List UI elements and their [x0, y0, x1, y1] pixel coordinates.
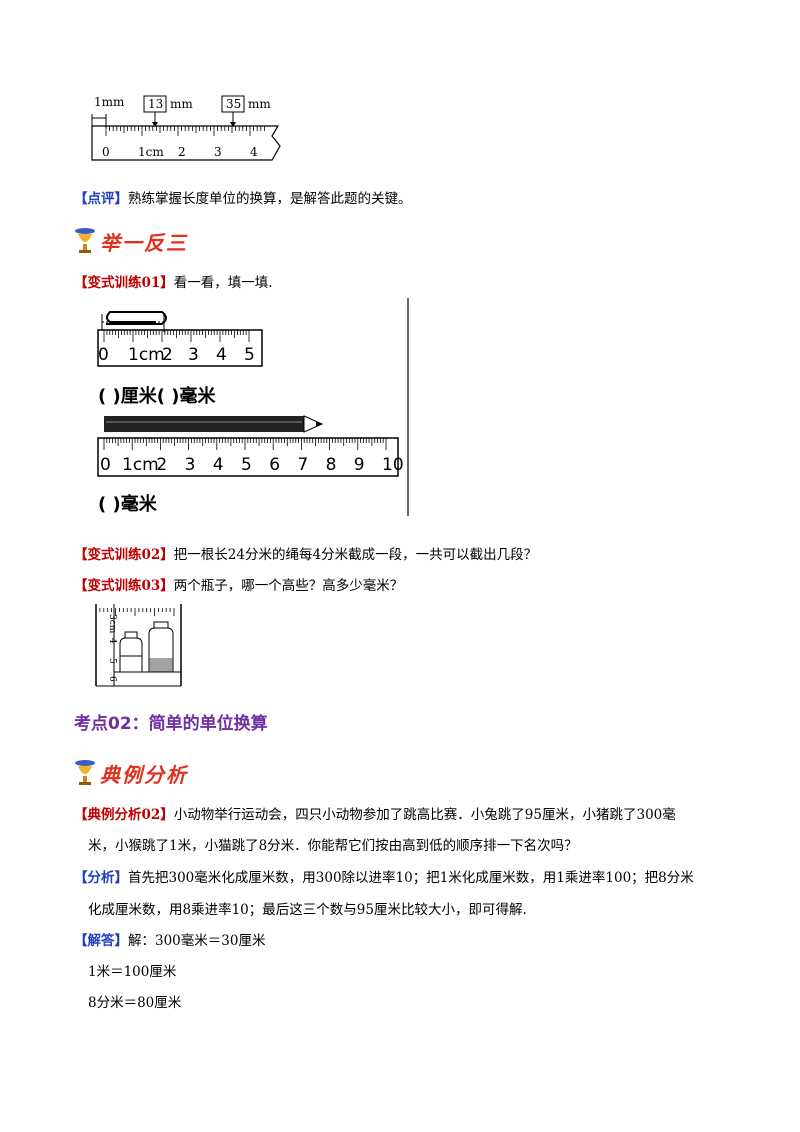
ex3-text: 两个瓶子，哪一个高些？高多少毫米？ — [173, 578, 404, 594]
ruler-label-mm-a: mm — [170, 97, 193, 111]
bottles-figure: 3cm 4 5 6 — [95, 604, 182, 687]
bottle-label-5: 5 — [107, 658, 117, 664]
rulerB-label: 3 — [185, 455, 196, 475]
bottle-right — [148, 621, 174, 673]
rulerB-label: 4 — [213, 455, 224, 475]
rulerB-ticks — [103, 438, 387, 450]
trophy-icon — [75, 228, 95, 253]
pencil-icon — [104, 415, 324, 433]
rulerB-label: 8 — [326, 455, 337, 475]
banner-dlfx: 典例分析 — [72, 758, 188, 788]
rulerB-label: 9 — [354, 455, 365, 475]
banner-dlfx-text: 典例分析 — [100, 762, 188, 787]
rulerB-label: 0 — [100, 455, 111, 475]
banner-jyfs-text: 举一反三 — [100, 230, 188, 255]
ex1-text: 看一看，填一填. — [173, 275, 273, 291]
rulerA-label-0: 0 — [98, 345, 109, 365]
blank-b: ( )毫米 — [98, 493, 158, 515]
answer-line-3: 8分米＝80厘米 — [88, 995, 182, 1011]
example-line-2: 米，小猴跳了1米，小猫跳了8分米．你能帮它们按由高到低的顺序排一下名次吗？ — [88, 838, 578, 854]
ruler-figure-mm: 1mm 13 mm 35 mm 0 1cm 2 3 4 — [91, 95, 281, 161]
ruler-label-4: 4 — [250, 145, 258, 159]
answer-line-2: 1米＝100厘米 — [88, 964, 177, 980]
rulerB-label: 1cm — [122, 455, 159, 475]
analysis-line-1: 【分析】首先把300毫米化成厘米数，用300除以进率10；把1米化成厘米数，用1… — [74, 868, 694, 888]
ruler-label-mm-b: mm — [248, 97, 271, 111]
ex2-text: 把一根长24分米的绳每4分米截成一段，一共可以截出几段？ — [173, 547, 538, 563]
bottle-label-3cm: 3cm — [107, 614, 117, 634]
ruler-label-13: 13 — [148, 97, 163, 111]
banner-jyfs: 举一反三 — [72, 226, 188, 256]
ex2-tag: 【变式训练02】 — [74, 547, 174, 563]
analysis-line-2: 化成厘米数，用8乘进率10；最后这三个数与95厘米比较大小，即可得解. — [88, 902, 527, 918]
answer-text-1: 解：300毫米＝30厘米 — [128, 933, 266, 949]
rulerA-label-2: 2 — [162, 345, 173, 365]
example-line-1: 【典例分析02】小动物举行运动会，四只小动物参加了跳高比赛．小兔跳了95厘米，小… — [74, 805, 676, 825]
trophy-icon — [75, 760, 95, 785]
example-text-1: 小动物举行运动会，四只小动物参加了跳高比赛．小兔跳了95厘米，小猪跳了300毫 — [173, 807, 676, 823]
paperclip-icon — [106, 311, 167, 325]
ruler1-ticks — [105, 126, 265, 136]
rulerB-label: 7 — [297, 455, 308, 475]
comment-text: 熟练掌握长度单位的换算，是解答此题的关键。 — [128, 191, 412, 207]
ex3-tag: 【变式训练03】 — [74, 578, 174, 594]
ruler-label-1cm: 1cm — [138, 145, 164, 159]
ex1-tag: 【变式训练01】 — [74, 275, 174, 291]
bottle-left — [119, 631, 143, 673]
blank-a: ( )厘米( )毫米 — [98, 385, 216, 407]
rulerB-label: 2 — [156, 455, 167, 475]
answer-tag: 【解答】 — [74, 933, 128, 949]
section-heading: 考点02：简单的单位换算 — [74, 714, 268, 734]
ex2-line: 【变式训练02】把一根长24分米的绳每4分米截成一段，一共可以截出几段？ — [74, 545, 537, 565]
ruler-label-1mm: 1mm — [94, 95, 125, 109]
ex1-line: 【变式训练01】看一看，填一填. — [74, 273, 273, 293]
bottle-label-6: 6 — [107, 676, 117, 682]
rulerA-label-3: 3 — [188, 345, 199, 365]
ex3-line: 【变式训练03】两个瓶子，哪一个高些？高多少毫米？ — [74, 576, 403, 596]
rulerB-label: 5 — [241, 455, 252, 475]
ruler-label-35: 35 — [226, 97, 241, 111]
ruler-label-2: 2 — [178, 145, 186, 159]
rulerA-label-5: 5 — [244, 345, 255, 365]
rulerA-label-4: 4 — [216, 345, 227, 365]
answer-line-1: 【解答】解：300毫米＝30厘米 — [74, 931, 265, 951]
ruler-label-0: 0 — [102, 145, 110, 159]
analysis-tag: 【分析】 — [74, 870, 128, 886]
bottle-ruler-ticks — [95, 608, 175, 616]
rulerA-label-1cm: 1cm — [128, 345, 165, 365]
example-tag: 【典例分析02】 — [74, 807, 174, 823]
analysis-text-1: 首先把300毫米化成厘米数，用300除以进率10；把1米化成厘米数，用1乘进率1… — [128, 870, 694, 886]
rulerB-label: 10 — [382, 455, 404, 475]
rulerA-ticks — [103, 330, 250, 342]
ruler-label-3: 3 — [214, 145, 222, 159]
comment-line: 【点评】熟练掌握长度单位的换算，是解答此题的关键。 — [74, 189, 412, 209]
comment-tag: 【点评】 — [74, 191, 128, 207]
bottle-label-4: 4 — [107, 638, 117, 644]
rulerB-label: 6 — [269, 455, 280, 475]
